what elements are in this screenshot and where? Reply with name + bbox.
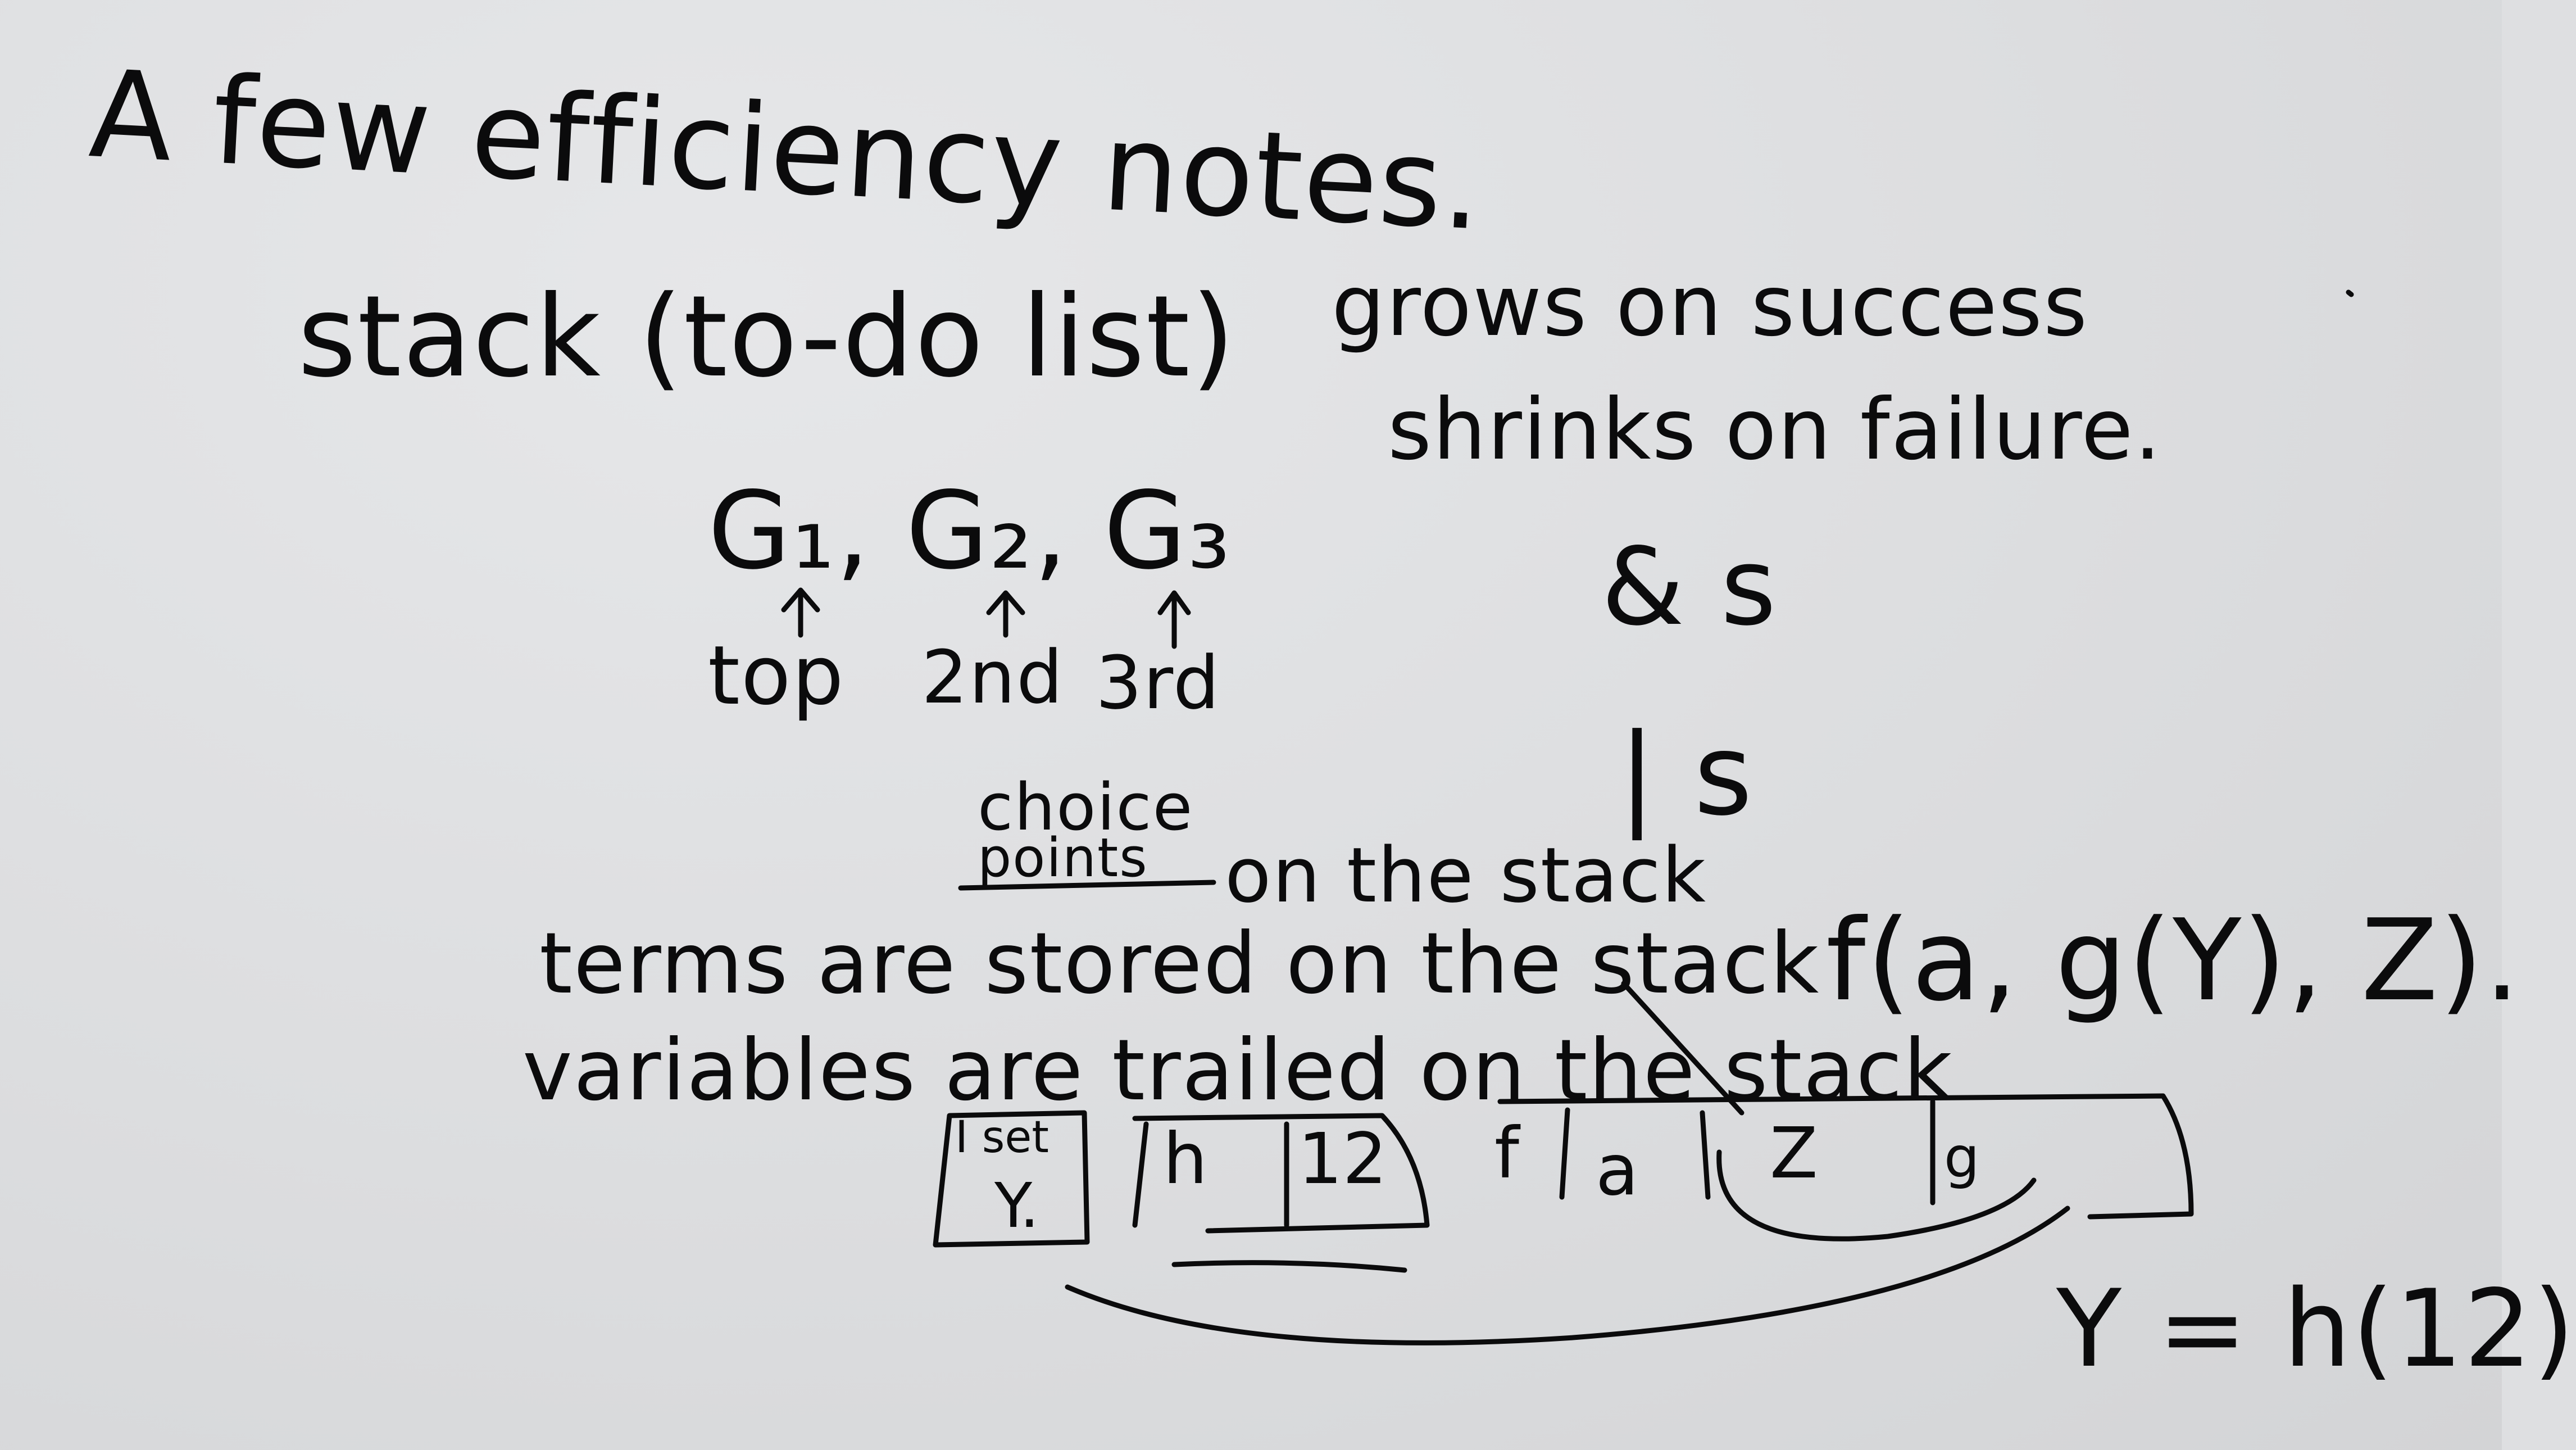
trail-link-lower <box>1065 1206 2070 1345</box>
stack-cell-divider-3 <box>1559 1107 1570 1200</box>
points-word: points <box>978 827 1148 889</box>
stack-cell-g: g <box>1944 1125 1980 1190</box>
dot-mark <box>2346 289 2354 297</box>
stack-cell-a: a <box>1596 1130 1639 1211</box>
disjunction-note: | s <box>1618 710 1754 841</box>
stack-cell-divider-1 <box>1132 1121 1149 1228</box>
binding-note: Y = h(12) <box>2056 1267 2576 1391</box>
stack-cell-set-label: I set <box>955 1112 1050 1163</box>
cross-stroke <box>1621 981 1744 1116</box>
goal-label-2nd: 2nd <box>921 635 1064 720</box>
choice-points-rest: on the stack <box>1225 831 1707 919</box>
goal-sequence: G₁, G₂, G₃ <box>708 469 1232 593</box>
stack-label: stack (to-do list) <box>298 271 1236 402</box>
stack-cell-12: 12 <box>1298 1118 1388 1200</box>
ink-strokes <box>781 289 2354 1345</box>
term-example: f(a, g(Y), Z). <box>1826 895 2522 1026</box>
goal-label-top: top <box>708 628 845 723</box>
stack-box-h12 <box>1132 1113 1430 1234</box>
stack-box-right <box>1497 1093 2194 1220</box>
arrow-top-icon <box>781 587 820 638</box>
stack-cell-divider-4 <box>1700 1110 1711 1200</box>
choice-underline <box>958 880 1216 891</box>
stack-box-left <box>933 1110 1090 1248</box>
stack-cell-f: f <box>1494 1113 1520 1194</box>
stack-cell-var: Y. <box>994 1170 1039 1241</box>
choice-word: choice <box>978 770 1194 845</box>
grows-note: grows on success <box>1332 257 2089 355</box>
stack-cell-h: h <box>1163 1118 1208 1200</box>
goal-label-3rd: 3rd <box>1096 640 1221 726</box>
arrow-2nd-icon <box>986 590 1025 638</box>
shrinks-note: shrinks on failure. <box>1388 381 2162 479</box>
trail-link-upper <box>1716 1149 2037 1241</box>
conjunction-note: & s <box>1601 525 1778 649</box>
terms-note: terms are stored on the stack <box>539 915 1820 1013</box>
trail-link-mid <box>1171 1260 1407 1273</box>
stack-cell-z: Z <box>1770 1113 1818 1194</box>
arrow-3rd-icon <box>1157 590 1191 649</box>
